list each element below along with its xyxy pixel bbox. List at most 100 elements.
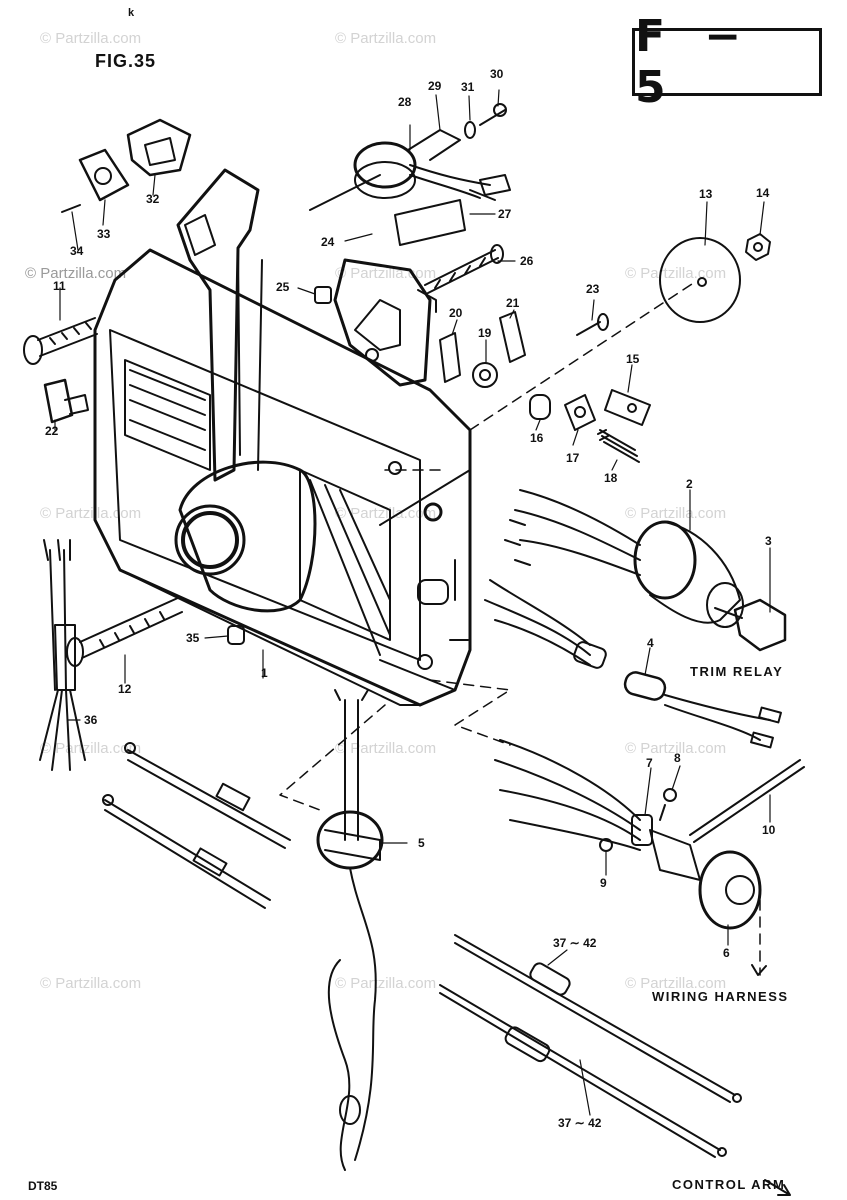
watermark: © Partzilla.com bbox=[25, 265, 127, 282]
watermark: © Partzilla.com bbox=[335, 30, 437, 47]
trim-relay bbox=[623, 671, 782, 749]
watermark: © Partzilla.com bbox=[335, 740, 437, 757]
screw-23 bbox=[576, 313, 609, 336]
switch-cover-plate bbox=[394, 199, 466, 246]
part-label-36: 36 bbox=[84, 713, 98, 727]
bolt-11 bbox=[23, 317, 98, 365]
neutral-switch bbox=[309, 129, 511, 211]
key bbox=[714, 598, 787, 652]
part-label-25: 25 bbox=[276, 280, 290, 294]
figure-title: FIG.35 bbox=[95, 51, 157, 71]
switch-5 bbox=[316, 689, 384, 1171]
watermark: © Partzilla.com bbox=[40, 975, 142, 992]
part-label-1: 1 bbox=[261, 666, 268, 680]
part-label-6: 6 bbox=[723, 946, 730, 960]
cable-37-42 bbox=[439, 934, 742, 1158]
harness-36 bbox=[39, 539, 86, 771]
watermark: © Partzilla.com bbox=[625, 740, 727, 757]
wiring-harness-caption: WIRING HARNESS bbox=[652, 989, 789, 1004]
part-label-5: 5 bbox=[418, 836, 425, 850]
part-label-35: 35 bbox=[186, 631, 200, 645]
arrow-wiring-harness bbox=[751, 964, 767, 976]
part-label-22: 22 bbox=[45, 424, 59, 438]
small-mark: k bbox=[128, 7, 135, 19]
part-label-3: 3 bbox=[765, 534, 772, 548]
spacer-16 bbox=[529, 394, 551, 420]
watermark: © Partzilla.com bbox=[40, 505, 142, 522]
part-label-7: 7 bbox=[646, 756, 653, 770]
bracket-32 bbox=[126, 118, 192, 177]
bolt-12 bbox=[66, 596, 183, 667]
watermark: © Partzilla.com bbox=[40, 30, 142, 47]
part-label-24: 24 bbox=[321, 235, 335, 249]
cap-35 bbox=[227, 625, 245, 645]
washer-31 bbox=[464, 121, 476, 139]
part-label-37-42-lower: 37 ∼ 42 bbox=[558, 1116, 602, 1130]
nut-9 bbox=[599, 838, 613, 852]
part-label-4: 4 bbox=[647, 636, 654, 650]
remote-control-box bbox=[93, 248, 472, 707]
part-label-29: 29 bbox=[428, 79, 442, 93]
page-code-box: F − 5 bbox=[632, 11, 822, 113]
screw-34 bbox=[61, 204, 81, 213]
part-label-12: 12 bbox=[118, 682, 132, 696]
part-label-16: 16 bbox=[530, 431, 544, 445]
part-label-2: 2 bbox=[686, 477, 693, 491]
bolt-26 bbox=[424, 244, 504, 294]
control-arm-caption: CONTROL ARM bbox=[672, 1177, 786, 1192]
trim-relay-caption: TRIM RELAY bbox=[690, 664, 784, 679]
part-label-14: 14 bbox=[756, 186, 770, 200]
disk-13 bbox=[659, 237, 741, 323]
part-label-27: 27 bbox=[498, 207, 512, 221]
watermark: © Partzilla.com bbox=[335, 505, 437, 522]
watermark: © Partzilla.com bbox=[40, 740, 142, 757]
watermark: © Partzilla.com bbox=[625, 975, 727, 992]
part-label-32: 32 bbox=[146, 192, 160, 206]
part-label-19: 19 bbox=[478, 326, 492, 340]
wiring-harness-plug bbox=[494, 739, 762, 930]
nut-14 bbox=[745, 233, 771, 261]
cable-left bbox=[102, 742, 291, 909]
part-label-23: 23 bbox=[586, 282, 600, 296]
plate-15 bbox=[604, 389, 651, 426]
knob-22 bbox=[43, 378, 89, 424]
arrow-control-arm bbox=[764, 1179, 791, 1196]
switch-harness bbox=[484, 579, 607, 669]
part-label-31: 31 bbox=[461, 80, 475, 94]
nut-25 bbox=[314, 286, 332, 304]
part-label-18: 18 bbox=[604, 471, 618, 485]
part-label-26: 26 bbox=[520, 254, 534, 268]
leader-lines bbox=[54, 89, 771, 1116]
spring-18 bbox=[597, 429, 640, 463]
model-code: DT85 bbox=[28, 1179, 58, 1193]
plate-20 bbox=[439, 332, 461, 383]
ignition-switch bbox=[504, 489, 744, 628]
plate-33 bbox=[78, 148, 130, 202]
collar-19 bbox=[472, 362, 498, 388]
part-label-34: 34 bbox=[70, 244, 84, 258]
part-label-15: 15 bbox=[626, 352, 640, 366]
lock-17 bbox=[564, 394, 596, 431]
part-label-20: 20 bbox=[449, 306, 463, 320]
part-label-28: 28 bbox=[398, 95, 412, 109]
part-label-33: 33 bbox=[97, 227, 111, 241]
part-label-11: 11 bbox=[53, 279, 66, 293]
cable-tie-10 bbox=[689, 759, 805, 843]
control-handle bbox=[174, 168, 317, 613]
assembly-lines bbox=[279, 281, 761, 976]
neutral-switch-bracket bbox=[333, 258, 437, 387]
part-label-21: 21 bbox=[506, 296, 520, 310]
watermark: © Partzilla.com bbox=[335, 975, 437, 992]
part-label-8: 8 bbox=[674, 751, 681, 765]
part-label-10: 10 bbox=[762, 823, 776, 837]
plate-21 bbox=[499, 311, 526, 363]
part-label-30: 30 bbox=[490, 67, 504, 81]
screw-8 bbox=[659, 788, 677, 821]
part-label-17: 17 bbox=[566, 451, 580, 465]
part-label-13: 13 bbox=[699, 187, 713, 201]
screw-30 bbox=[479, 103, 507, 126]
part-label-37-42-upper: 37 ∼ 42 bbox=[553, 936, 597, 950]
part-label-9: 9 bbox=[600, 876, 607, 890]
